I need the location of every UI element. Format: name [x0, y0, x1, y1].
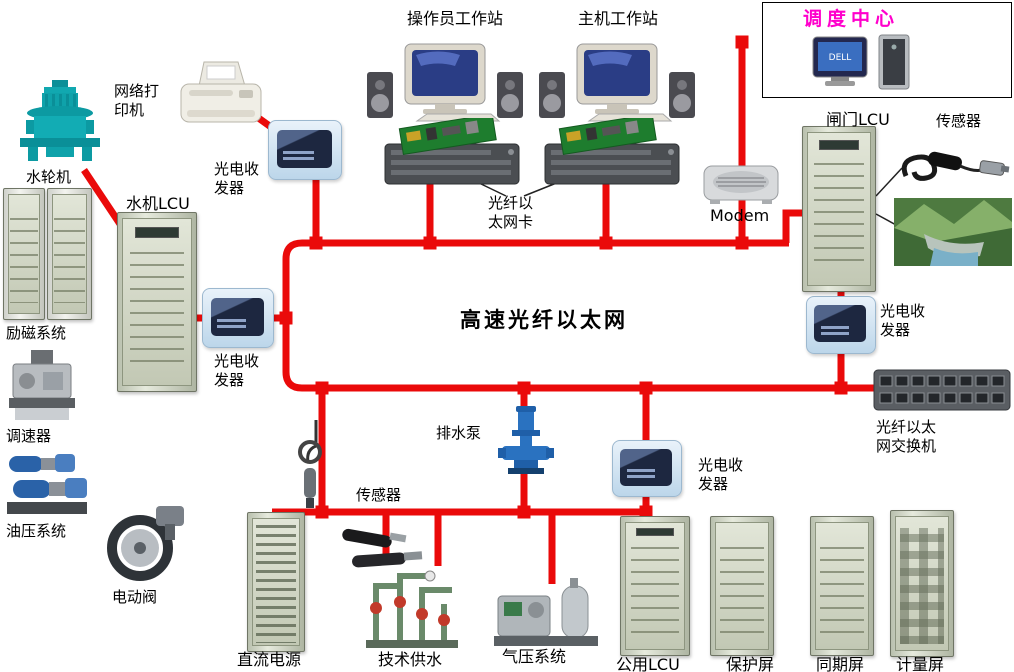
host-workstation-label: 主机工作站 — [578, 9, 659, 28]
dispatch-pc: DELL — [805, 33, 931, 95]
sync-panel-cabinet — [810, 516, 874, 656]
modem — [702, 160, 780, 208]
dam-photo — [894, 198, 1012, 266]
electric-valve-label: 电动阀 — [112, 588, 158, 606]
transceiver-hydro-label: 光电收发器 — [214, 352, 260, 389]
cabinet-modules — [631, 547, 679, 639]
governor-label: 调速器 — [6, 427, 52, 445]
fiber-nic-label: 光纤以太网卡 — [488, 194, 534, 231]
cabinet-modules — [256, 525, 296, 643]
air-compressor — [492, 576, 604, 650]
dispatch-center-label: 调度中心 — [803, 8, 900, 30]
hydro-lcu-cabinet — [117, 212, 197, 392]
sensor-hanging — [290, 420, 342, 512]
gate-lcu-cabinet — [802, 126, 876, 292]
hydro-lcu-label: 水机LCU — [126, 194, 190, 213]
fiber-switch — [872, 366, 1012, 414]
sync-panel-label: 同期屏 — [816, 655, 865, 672]
transceiver-gate-label: 光电收发器 — [880, 302, 926, 339]
sensor-top — [898, 136, 1010, 198]
excitation-cabinet-1 — [3, 188, 45, 320]
electric-valve — [94, 498, 196, 582]
cabinet-display — [818, 140, 860, 150]
water-turbine — [6, 80, 114, 168]
dell-logo: DELL — [829, 53, 852, 63]
fiber-nic-rack-1 — [383, 118, 523, 188]
gate-lcu-elbow — [782, 209, 806, 243]
protection-panel-label: 保护屏 — [726, 655, 775, 672]
transceiver-device — [210, 297, 264, 336]
transceiver-device — [814, 305, 867, 343]
cabinet-door — [895, 516, 949, 651]
common-lcu-label: 公用LCU — [616, 655, 680, 672]
cabinet-modules — [900, 528, 944, 645]
transceiver-device — [276, 129, 332, 168]
excitation-cabinet-2 — [47, 188, 92, 320]
optical-transceiver-printer — [268, 120, 342, 180]
dispatch-center-box: 调度中心 DELL — [762, 2, 1012, 98]
tech-water-pipes — [360, 556, 464, 650]
operator-workstation-label: 操作员工作站 — [407, 9, 504, 28]
fiber-nic-rack-2 — [543, 118, 683, 188]
metering-panel-cabinet — [890, 510, 954, 657]
cabinet-modules — [813, 163, 865, 272]
cabinet-display — [635, 528, 675, 537]
governor-machine — [3, 348, 81, 424]
sensor-probes — [338, 524, 430, 578]
cabinet-modules — [820, 547, 864, 639]
turbine-label: 水轮机 — [26, 168, 72, 186]
dc-power-cabinet — [247, 512, 305, 652]
optical-transceiver-gate — [806, 296, 876, 354]
cabinet-modules — [10, 217, 38, 304]
operator-workstation — [365, 42, 525, 122]
cabinet-display — [135, 227, 179, 238]
sensor-top-label: 传感器 — [936, 112, 982, 130]
oil-pressure-machine — [3, 446, 91, 520]
network-printer — [175, 52, 267, 130]
fiber-switch-label: 光纤以太网交换机 — [876, 418, 937, 455]
protection-panel-cabinet — [710, 516, 774, 656]
cabinet-modules — [720, 547, 764, 639]
tech-water-label: 技术供水 — [378, 650, 443, 669]
optical-transceiver-common — [612, 440, 682, 497]
cabinet-modules — [54, 217, 85, 304]
oil-pressure-label: 油压系统 — [6, 522, 67, 540]
cabinet-modules — [129, 252, 185, 370]
drain-pump — [498, 404, 554, 476]
dc-power-label: 直流电源 — [237, 650, 302, 669]
metering-panel-label: 计量屏 — [896, 655, 945, 672]
optical-transceiver-hydro — [202, 288, 274, 348]
sensor-bottom-label: 传感器 — [356, 486, 402, 504]
network-printer-label: 网络打印机 — [114, 82, 160, 119]
host-workstation — [533, 42, 701, 122]
excitation-label: 励磁系统 — [6, 324, 67, 342]
transceiver-common-label: 光电收发器 — [698, 456, 744, 493]
common-lcu-cabinet — [620, 516, 690, 656]
transceiver-printer-label: 光电收发器 — [214, 160, 260, 197]
bus-junction-nodes — [279, 35, 848, 519]
gate-lcu-label: 闸门LCU — [826, 110, 890, 129]
transceiver-device — [620, 449, 673, 486]
air-system-label: 气压系统 — [502, 647, 567, 666]
bus-title: 高速光纤以太网 — [460, 308, 628, 332]
drain-pump-label: 排水泵 — [436, 424, 482, 442]
modem-label: Modem — [710, 206, 770, 225]
